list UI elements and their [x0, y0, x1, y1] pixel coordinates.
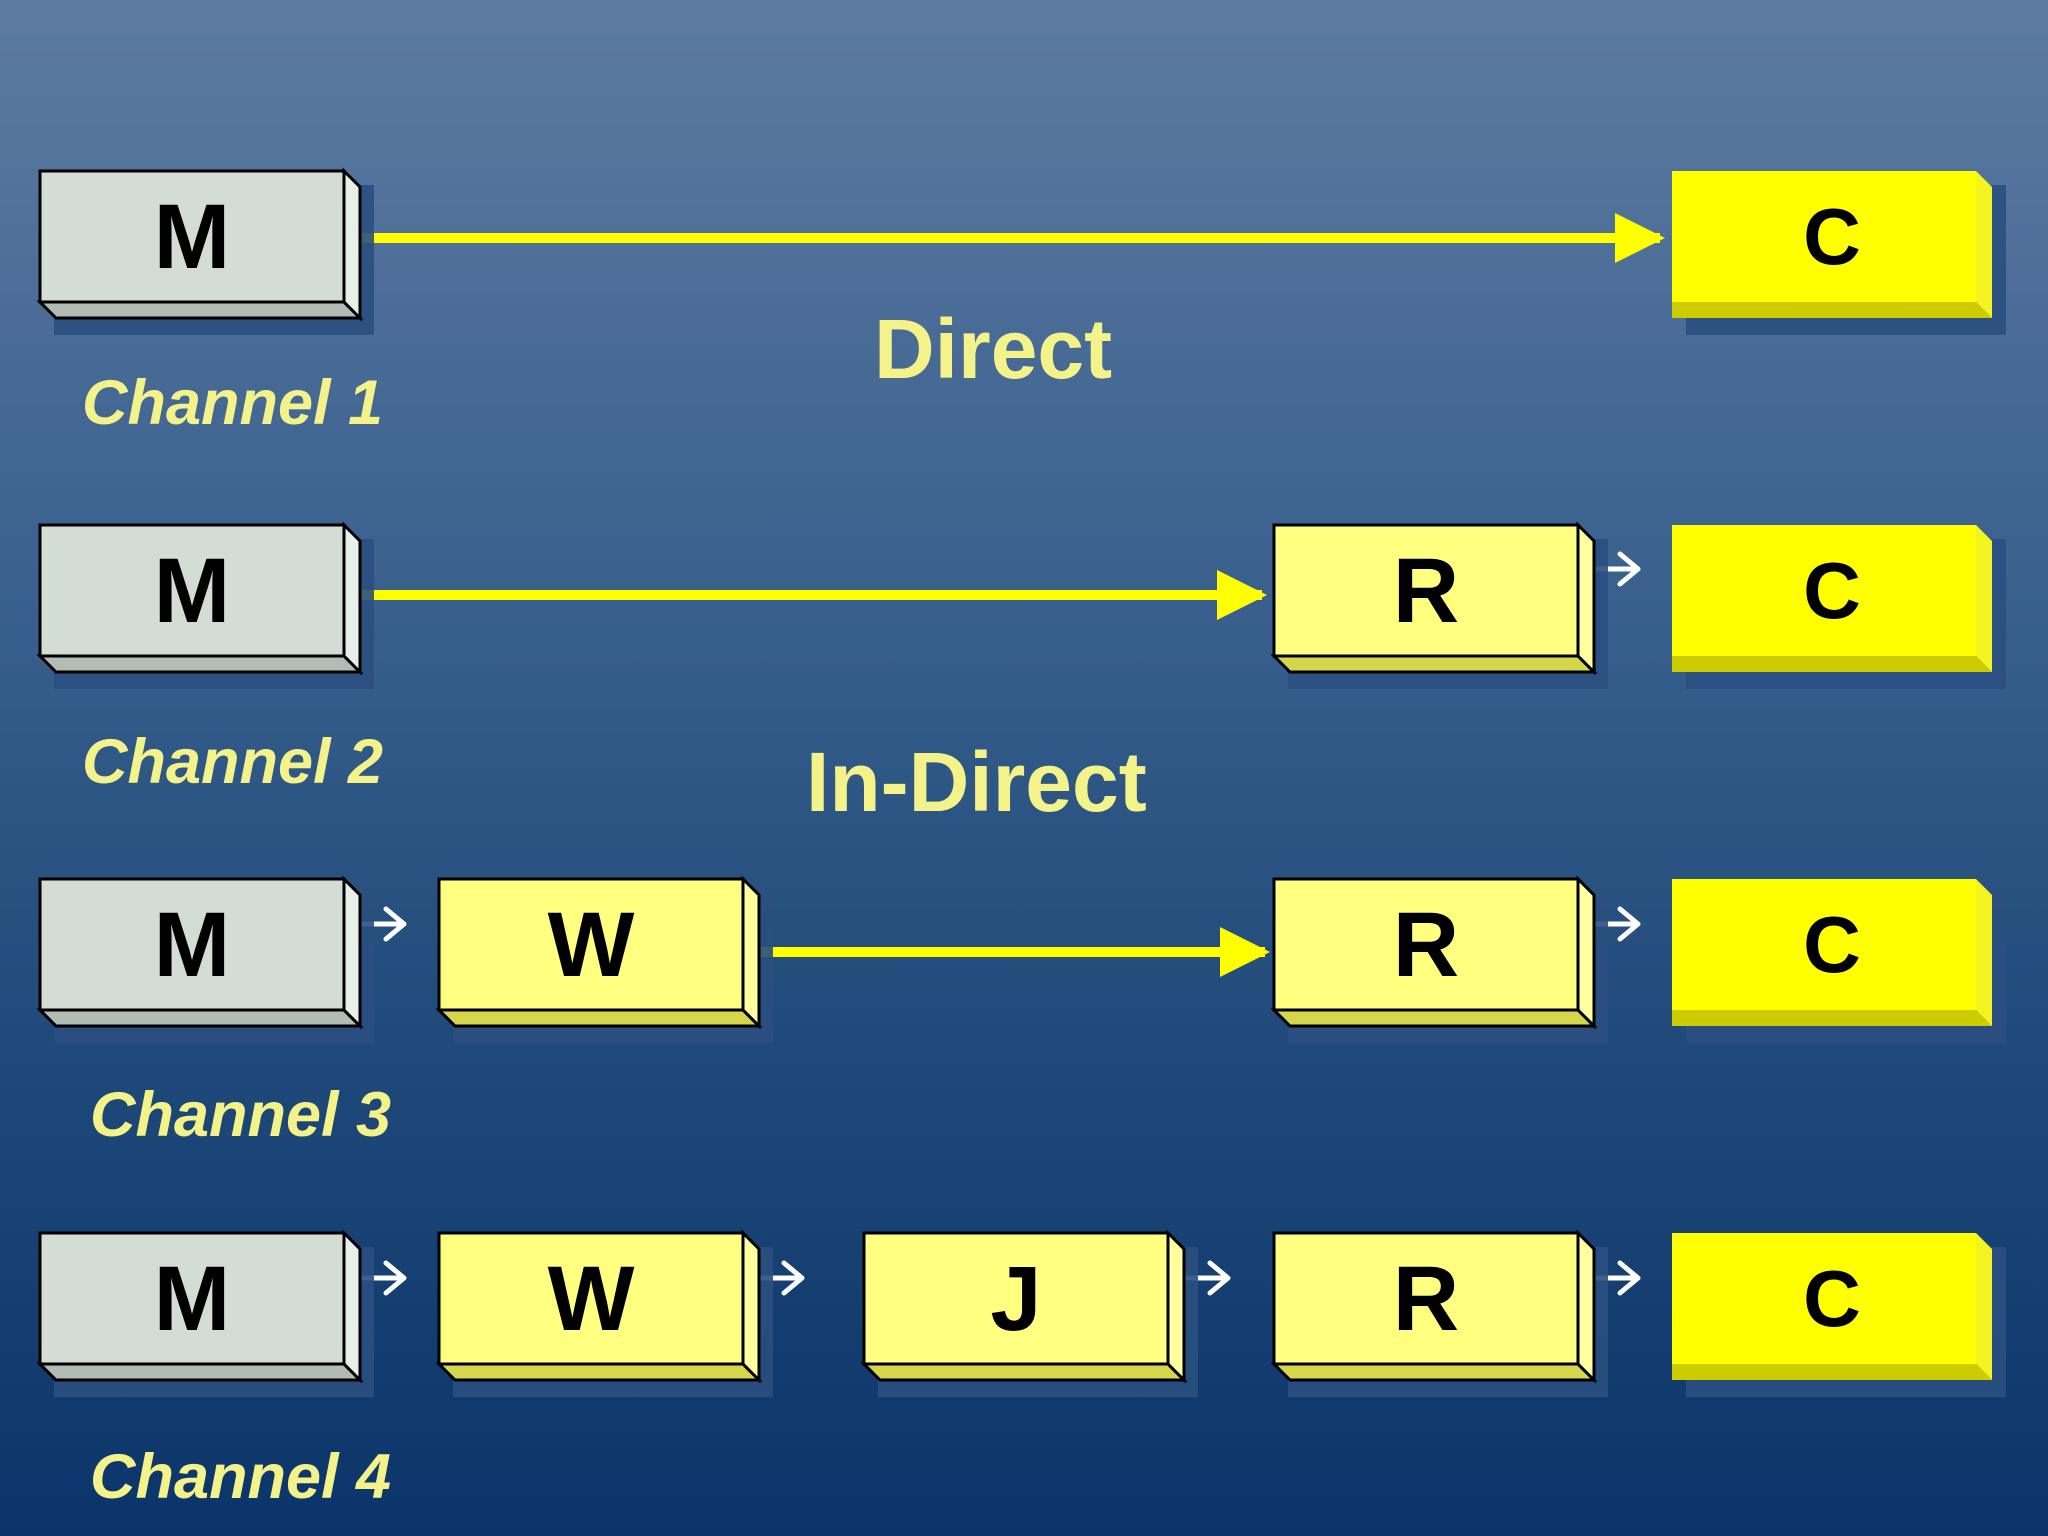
channel-4-retailer-box: R: [1270, 1229, 1608, 1397]
node-letter-m: M: [153, 1247, 231, 1350]
channel-3-retailer-box: R: [1270, 875, 1608, 1043]
indirect-label: In-Direct: [806, 735, 1147, 829]
channel-3-wholesaler-box: W: [435, 875, 773, 1043]
channel-2-retailer-box: R: [1270, 521, 1608, 689]
node-letter-r: R: [1392, 893, 1460, 996]
channel-1-label: Channel 1: [82, 368, 384, 438]
node-letter-j: J: [990, 1247, 1042, 1350]
channel-2-label: Channel 2: [82, 727, 384, 797]
node-letter-m: M: [153, 185, 231, 288]
node-letter-w: W: [547, 893, 635, 996]
node-letter-c: C: [1803, 191, 1861, 281]
node-letter-r: R: [1392, 1247, 1460, 1350]
channel-3-label: Channel 3: [90, 1080, 392, 1150]
node-letter-c: C: [1803, 1253, 1861, 1343]
channel-1-consumer-box: C: [1672, 171, 2006, 335]
direct-label: Direct: [874, 302, 1113, 396]
channel-3-manufacturer-box: M: [36, 875, 374, 1043]
node-letter-c: C: [1803, 545, 1861, 635]
node-letter-r: R: [1392, 539, 1460, 642]
node-letter-c: C: [1803, 899, 1861, 989]
channel-2-manufacturer-box: M: [36, 521, 374, 689]
channel-1-manufacturer-box: M: [36, 167, 374, 335]
channel-4-wholesaler-box: W: [435, 1229, 773, 1397]
node-letter-m: M: [153, 539, 231, 642]
node-letter-m: M: [153, 893, 231, 996]
channel-4-consumer-box: C: [1672, 1233, 2006, 1397]
channel-4-manufacturer-box: M: [36, 1229, 374, 1397]
channel-2-consumer-box: C: [1672, 525, 2006, 689]
channel-4-jobber-box: J: [860, 1229, 1198, 1397]
node-letter-w: W: [547, 1247, 635, 1350]
channel-3-consumer-box: C: [1672, 879, 2006, 1043]
channel-4-label: Channel 4: [90, 1442, 392, 1512]
